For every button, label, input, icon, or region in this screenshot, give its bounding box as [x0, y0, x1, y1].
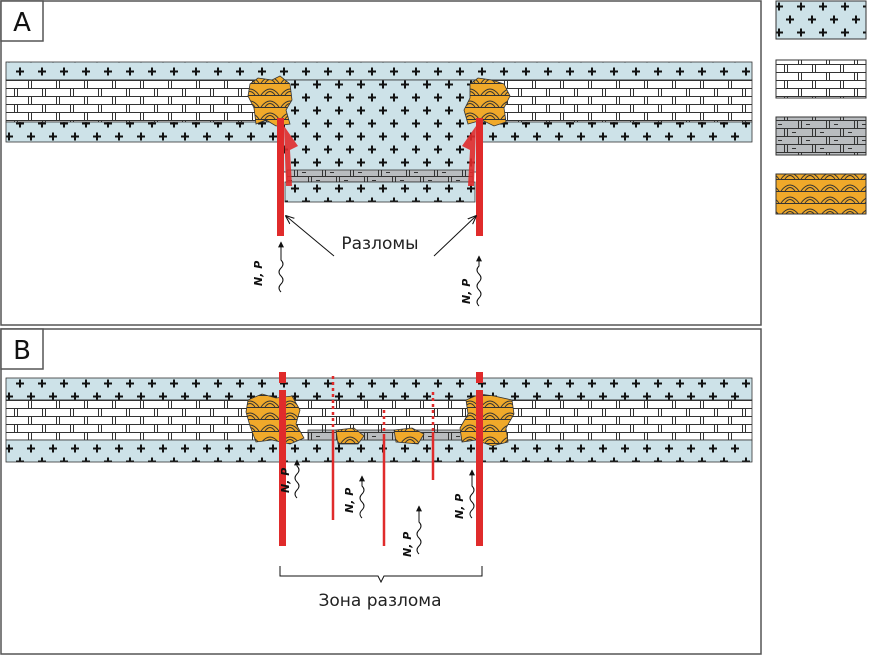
wavy-arrow-icon	[469, 469, 475, 519]
granite-layer-top	[5, 61, 753, 81]
ore-lens-1	[335, 427, 365, 445]
fault-drag-right	[462, 126, 476, 186]
panel-b-letter: В	[13, 336, 31, 366]
fault-left-top	[279, 372, 286, 383]
panel-a-label-box	[0, 0, 44, 42]
fault-zone-caption: Зона разлома	[319, 591, 442, 611]
ore-body-right	[463, 77, 511, 127]
wavy-arrow-icon	[416, 505, 422, 555]
panel-a-letter: А	[13, 8, 31, 38]
wavy-arrow-icon	[359, 475, 365, 519]
np-label: N, P	[343, 488, 356, 513]
fault-right	[476, 390, 483, 546]
fault-right-top	[476, 372, 483, 383]
wavy-arrow-icon	[294, 459, 300, 499]
np-label: N, P	[460, 279, 473, 304]
legend	[775, 0, 867, 215]
fault-drag-left	[284, 126, 298, 186]
fault-left	[279, 390, 286, 546]
wavy-arrow-icon	[278, 241, 284, 293]
ore-body-left	[245, 393, 305, 445]
marl-pattern-icon	[775, 116, 867, 156]
panel-b-label-box	[0, 328, 44, 370]
graben-marl	[286, 169, 474, 183]
np-label: N, P	[453, 494, 466, 519]
np-label: N, P	[252, 261, 265, 286]
caption-arrow-left	[286, 216, 335, 257]
fault-right	[476, 118, 483, 236]
ore-pattern-icon	[775, 173, 867, 215]
graben-granite-lower	[284, 181, 476, 203]
granite-layer-top	[5, 377, 753, 401]
crosses-pattern-icon	[775, 0, 867, 40]
caption-arrow-right	[433, 216, 476, 257]
brace-icon	[279, 566, 483, 584]
panel-a: А Разломы N, P N, P	[0, 0, 762, 326]
wavy-arrow-icon	[476, 255, 482, 307]
faults-caption: Разломы	[341, 234, 418, 254]
granite-layer-bottom	[5, 439, 753, 463]
fault-left	[277, 118, 284, 236]
ore-lens-2	[393, 427, 425, 445]
np-label: N, P	[401, 532, 414, 557]
ore-body-left	[247, 75, 293, 127]
panel-b: В N, P N, P N, P	[0, 328, 762, 655]
np-label: N, P	[279, 468, 292, 493]
graben-granite	[280, 79, 480, 173]
bricks-pattern-icon	[775, 59, 867, 99]
ore-body-right	[459, 393, 515, 447]
